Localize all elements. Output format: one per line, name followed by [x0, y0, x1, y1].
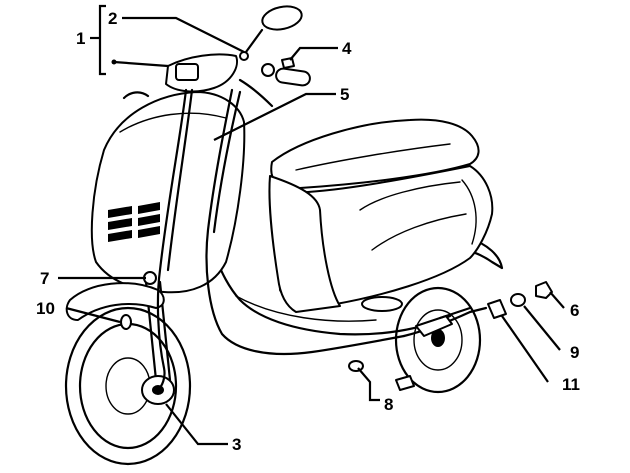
throttle-housing: [261, 63, 275, 77]
rear-brake-arm: [415, 315, 453, 337]
leader-1b: [113, 60, 169, 68]
leader-6: [549, 291, 565, 309]
callout-5: 5: [340, 85, 349, 104]
part-9-nut: [510, 293, 526, 307]
leader-3: [165, 403, 228, 446]
part-8-clip: [348, 360, 364, 372]
callout-7: 7: [40, 269, 49, 288]
bracket-1: [98, 4, 106, 76]
leader-4: [289, 46, 338, 61]
front-fender: [65, 282, 165, 321]
speedometer: [175, 63, 199, 81]
part-6-adjuster-nut: [535, 281, 553, 299]
panel-line-2: [371, 213, 467, 251]
leader-11: [501, 315, 549, 383]
leader-8: [357, 367, 380, 402]
part-4-adjuster: [281, 57, 295, 69]
panel-line-1: [359, 181, 461, 211]
leader-9: [523, 305, 561, 351]
speedometer-cable-b: [166, 88, 194, 272]
leader-lines: [58, 4, 565, 446]
rear-wheel: [394, 286, 482, 394]
callout-8: 8: [384, 395, 393, 414]
leader-5: [213, 92, 336, 141]
rear-brake-cable-b: [212, 90, 242, 234]
floorboard-line: [235, 295, 377, 322]
callout-4: 4: [342, 39, 352, 58]
transmissions-cables: [122, 88, 488, 392]
part-8-pin: [395, 375, 415, 391]
leader-10: [65, 306, 121, 324]
brake-lever: [238, 78, 274, 108]
mirror-stem: [244, 28, 264, 54]
floorboard-edge: [208, 244, 452, 336]
speedometer-cable: [156, 88, 188, 392]
callout-9: 9: [570, 343, 579, 362]
panel-line-3: [461, 179, 477, 245]
callout-labels: 1 2 3 4 5 6 7 8 9 10 11: [36, 9, 580, 454]
callout-10: 10: [36, 299, 55, 318]
right-grip: [275, 67, 311, 87]
side-cowl: [268, 175, 341, 313]
part-11-bush: [487, 299, 507, 319]
cable-loop: [122, 91, 150, 100]
side-vent: [361, 296, 403, 312]
callout-2: 2: [108, 9, 117, 28]
rear-brake-cable: [205, 88, 406, 356]
leader-2: [122, 16, 245, 53]
part-10-screw: [120, 314, 132, 330]
front-grille: [108, 202, 160, 242]
scooter-illustration: [64, 5, 553, 466]
callout-3: 3: [232, 435, 241, 454]
callout-1: 1: [76, 29, 85, 48]
part-2-adjuster: [239, 51, 249, 61]
brake-rod: [438, 306, 472, 320]
callout-6: 6: [570, 301, 579, 320]
seat-seam: [295, 143, 451, 171]
leg-shield-line: [119, 112, 227, 133]
callout-11: 11: [562, 375, 580, 394]
mirror: [261, 5, 303, 31]
